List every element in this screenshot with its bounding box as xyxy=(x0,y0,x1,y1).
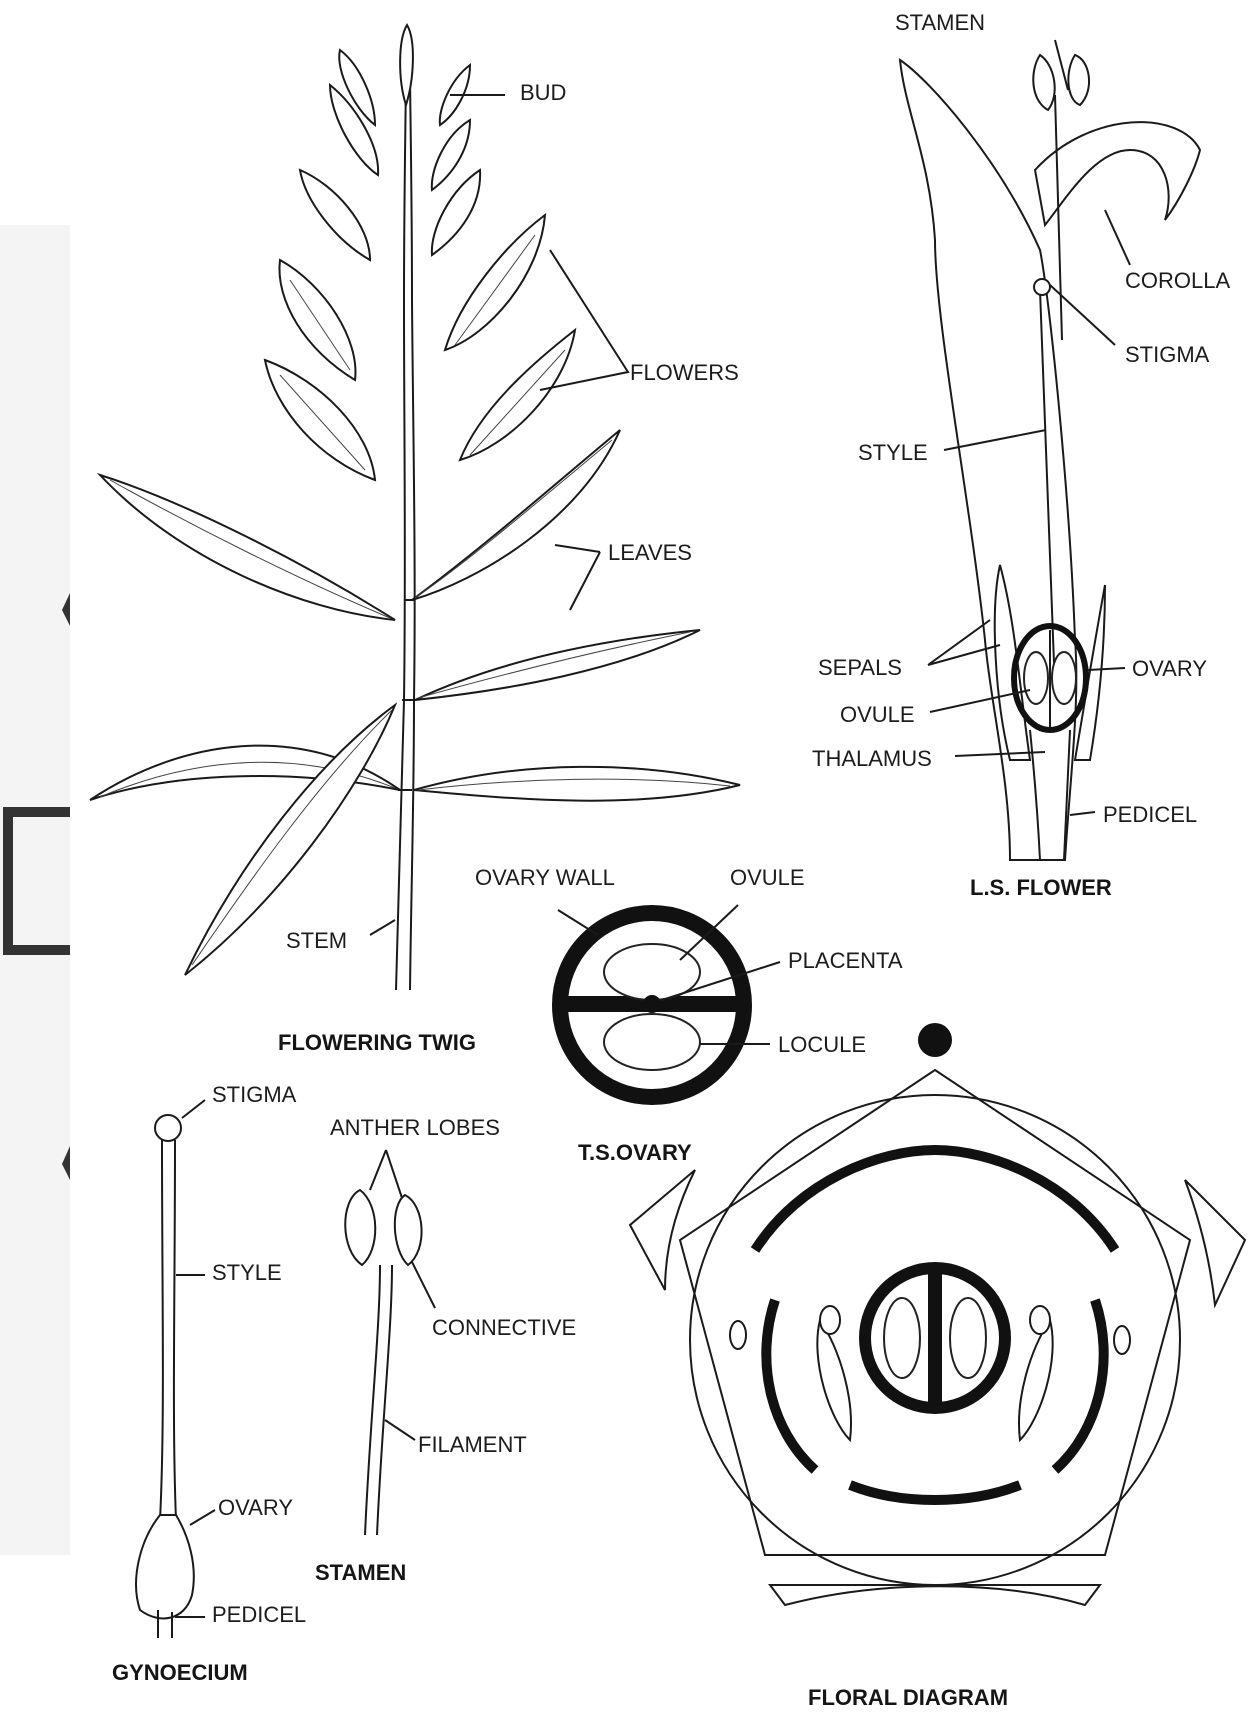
ls-flower-title: L.S. FLOWER xyxy=(970,875,1112,900)
placenta-label: PLACENTA xyxy=(788,948,903,973)
bud-cluster xyxy=(300,25,480,260)
stamen-drawing xyxy=(345,1150,435,1535)
ls-stigma-leader xyxy=(1050,285,1115,345)
flowering-twig-drawing xyxy=(90,25,740,990)
stem-label: STEM xyxy=(286,928,347,953)
ls-style-label: STYLE xyxy=(858,440,928,465)
locule-label: LOCULE xyxy=(778,1032,866,1057)
flowering-twig-title: FLOWERING TWIG xyxy=(278,1030,476,1055)
corolla-label: COROLLA xyxy=(1125,268,1230,293)
gyn-ovary-leader xyxy=(190,1510,215,1525)
ls-ovule-label: OVULE xyxy=(840,702,915,727)
stamen-title: STAMEN xyxy=(315,1560,406,1585)
ls-stamen-leader xyxy=(1055,40,1068,90)
ovary-wall-label: OVARY WALL xyxy=(475,865,615,890)
ls-flower-drawing xyxy=(900,40,1200,860)
connective-leader xyxy=(412,1262,435,1308)
ts-ovule-label: OVULE xyxy=(730,865,805,890)
connective-label: CONNECTIVE xyxy=(432,1315,576,1340)
gyn-style-label: STYLE xyxy=(212,1260,282,1285)
gyn-pedicel-label: PEDICEL xyxy=(212,1602,306,1627)
stem-leader xyxy=(370,920,395,935)
gyn-ovary-label: OVARY xyxy=(218,1495,293,1520)
ts-ovary-title: T.S.OVARY xyxy=(578,1140,692,1165)
bud-label: BUD xyxy=(520,80,566,105)
flower-cluster xyxy=(265,215,575,480)
ls-ovary-label: OVARY xyxy=(1132,656,1207,681)
anther-lobes-leader xyxy=(370,1150,402,1198)
anther-lobes-label: ANTHER LOBES xyxy=(330,1115,500,1140)
ls-stamen-label: STAMEN xyxy=(895,10,985,35)
ls-pedicel-leader xyxy=(1070,812,1095,815)
gynoecium-drawing xyxy=(136,1100,215,1638)
corolla-leader xyxy=(1105,210,1130,265)
leaves-leader xyxy=(555,545,600,610)
gyn-stigma-leader xyxy=(182,1100,205,1118)
sepals-label: SEPALS xyxy=(818,655,902,680)
side-panel xyxy=(0,225,70,1555)
gyn-stigma-label: STIGMA xyxy=(212,1082,297,1107)
leaves-label: LEAVES xyxy=(608,540,692,565)
floral-diagram-drawing xyxy=(630,1023,1245,1605)
gynoecium-title: GYNOECIUM xyxy=(112,1660,248,1685)
ovary-wall-leader xyxy=(558,910,598,935)
flowers-label: FLOWERS xyxy=(630,360,739,385)
ls-stigma-label: STIGMA xyxy=(1125,342,1210,367)
ls-pedicel-label: PEDICEL xyxy=(1103,802,1197,827)
floral-diagram-title: FLORAL DIAGRAM xyxy=(808,1685,1008,1710)
ts-ovary-drawing xyxy=(558,905,780,1097)
thalamus-label: THALAMUS xyxy=(812,746,932,771)
filament-leader xyxy=(385,1420,415,1440)
mother-axis-dot xyxy=(918,1023,952,1057)
filament-label: FILAMENT xyxy=(418,1432,527,1457)
